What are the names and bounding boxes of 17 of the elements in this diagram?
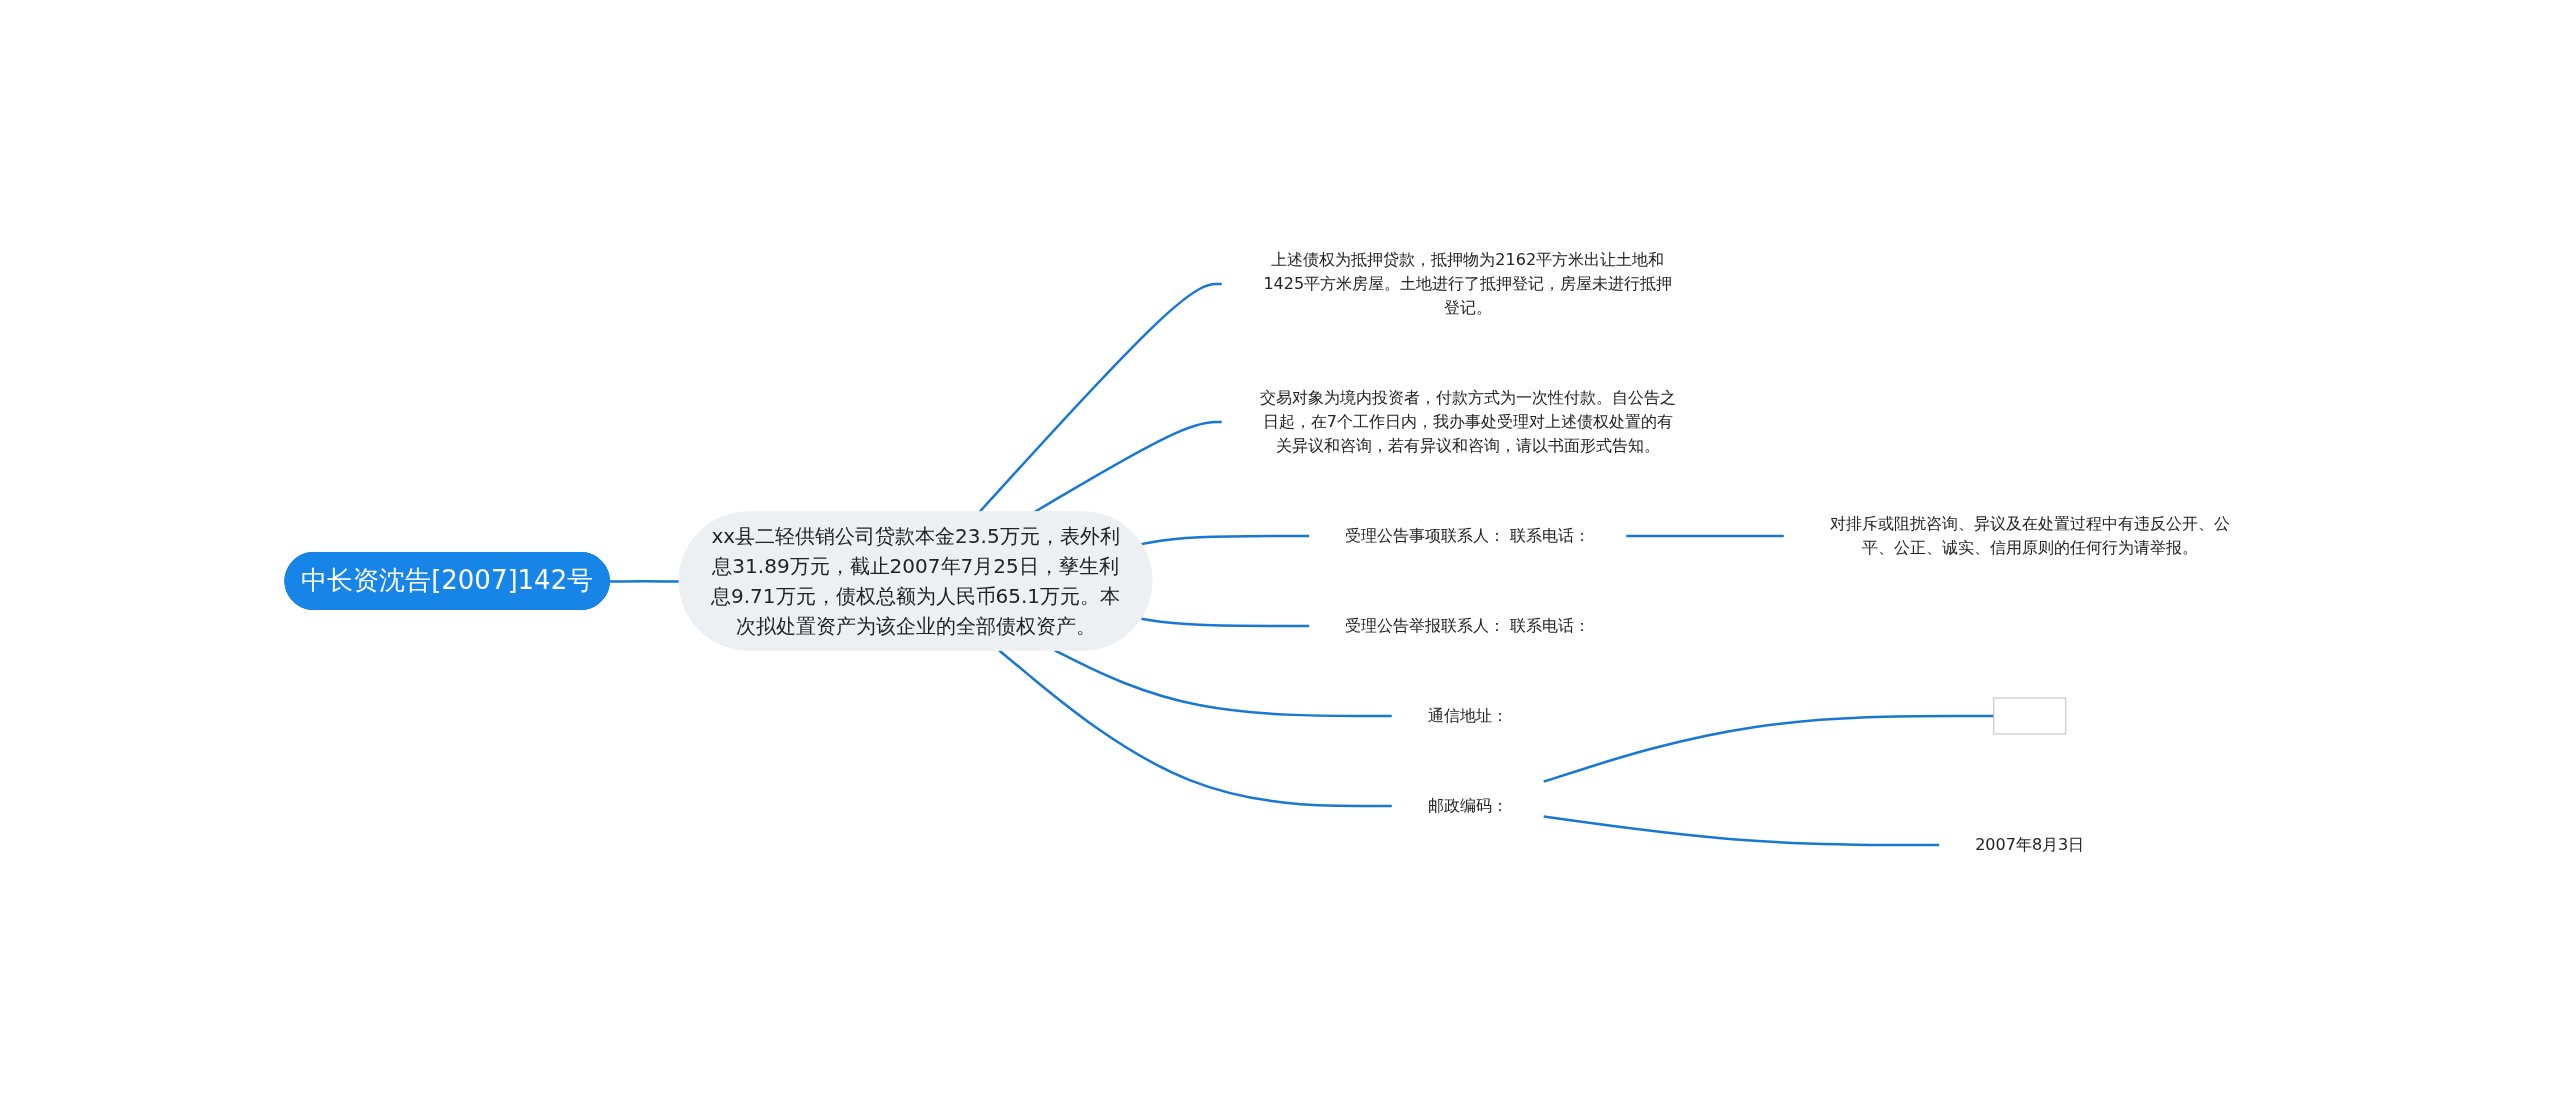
node-text: 上述债权为抵押贷款，抵押物为2162平方米出让土地和1425平方米房屋。土地进行了抵押登记，房屋未进行抵押登记。: [1263, 250, 1672, 317]
connector: [1140, 534, 1309, 546]
node-text: 邮政编码：: [1427, 795, 1508, 815]
node-text: 受理公告事项联系人： 联系电话：: [1344, 525, 1590, 545]
node-text: 交易对象为境内投资者，付款方式为一次性付款。自公告之日起，在7个工作日内，我办事处受理对上述债权处置的有关异议和咨询，若有异议和咨询，请以书面形式告知。: [1259, 388, 1676, 455]
connector: [1140, 617, 1309, 628]
connector: [1543, 815, 1939, 847]
node-text: 受理公告举报联系人： 联系电话：: [1344, 615, 1590, 635]
connector: [1053, 649, 1392, 718]
node-text: 通信地址：: [1427, 705, 1508, 725]
node-text: 2007年8月3日: [1974, 834, 2084, 854]
node-box: [1992, 697, 2066, 735]
node-text: 对排斥或阻扰咨询、异议及在处置过程中有违反公开、公平、公正、诚实、信用原则的任何行为请举报。: [1829, 513, 2230, 557]
connector: [1625, 534, 1784, 538]
connector: [998, 649, 1392, 808]
connector: [1543, 714, 1994, 783]
connector: [609, 579, 680, 583]
